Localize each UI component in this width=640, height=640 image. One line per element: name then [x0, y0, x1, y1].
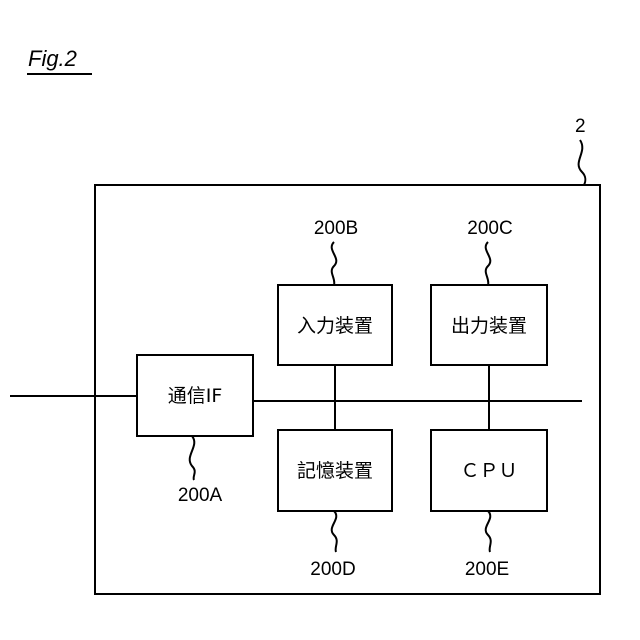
block-storage-device-label: 記憶装置: [297, 460, 373, 482]
block-cpu: ＣＰＵ: [431, 430, 547, 511]
ref-label-200D: 200D: [310, 559, 355, 580]
block-output-device-label: 出力装置: [451, 315, 527, 337]
block-storage-device: 記憶装置: [278, 430, 392, 511]
ref-label-200A: 200A: [178, 485, 223, 506]
device-ref-label: 2: [575, 116, 586, 137]
ref-label-200B: 200B: [314, 218, 358, 239]
figure-title: Fig.2: [28, 46, 77, 71]
block-input-device: 入力装置: [278, 285, 392, 365]
block-input-device-label: 入力装置: [297, 315, 373, 337]
ref-label-200C: 200C: [467, 218, 512, 239]
block-comm-if: 通信IF: [137, 355, 253, 436]
block-output-device: 出力装置: [431, 285, 547, 365]
block-comm-if-label: 通信IF: [168, 385, 223, 407]
block-cpu-label: ＣＰＵ: [460, 460, 517, 482]
ref-label-200E: 200E: [465, 559, 509, 580]
device-ref-leader: [579, 140, 586, 185]
